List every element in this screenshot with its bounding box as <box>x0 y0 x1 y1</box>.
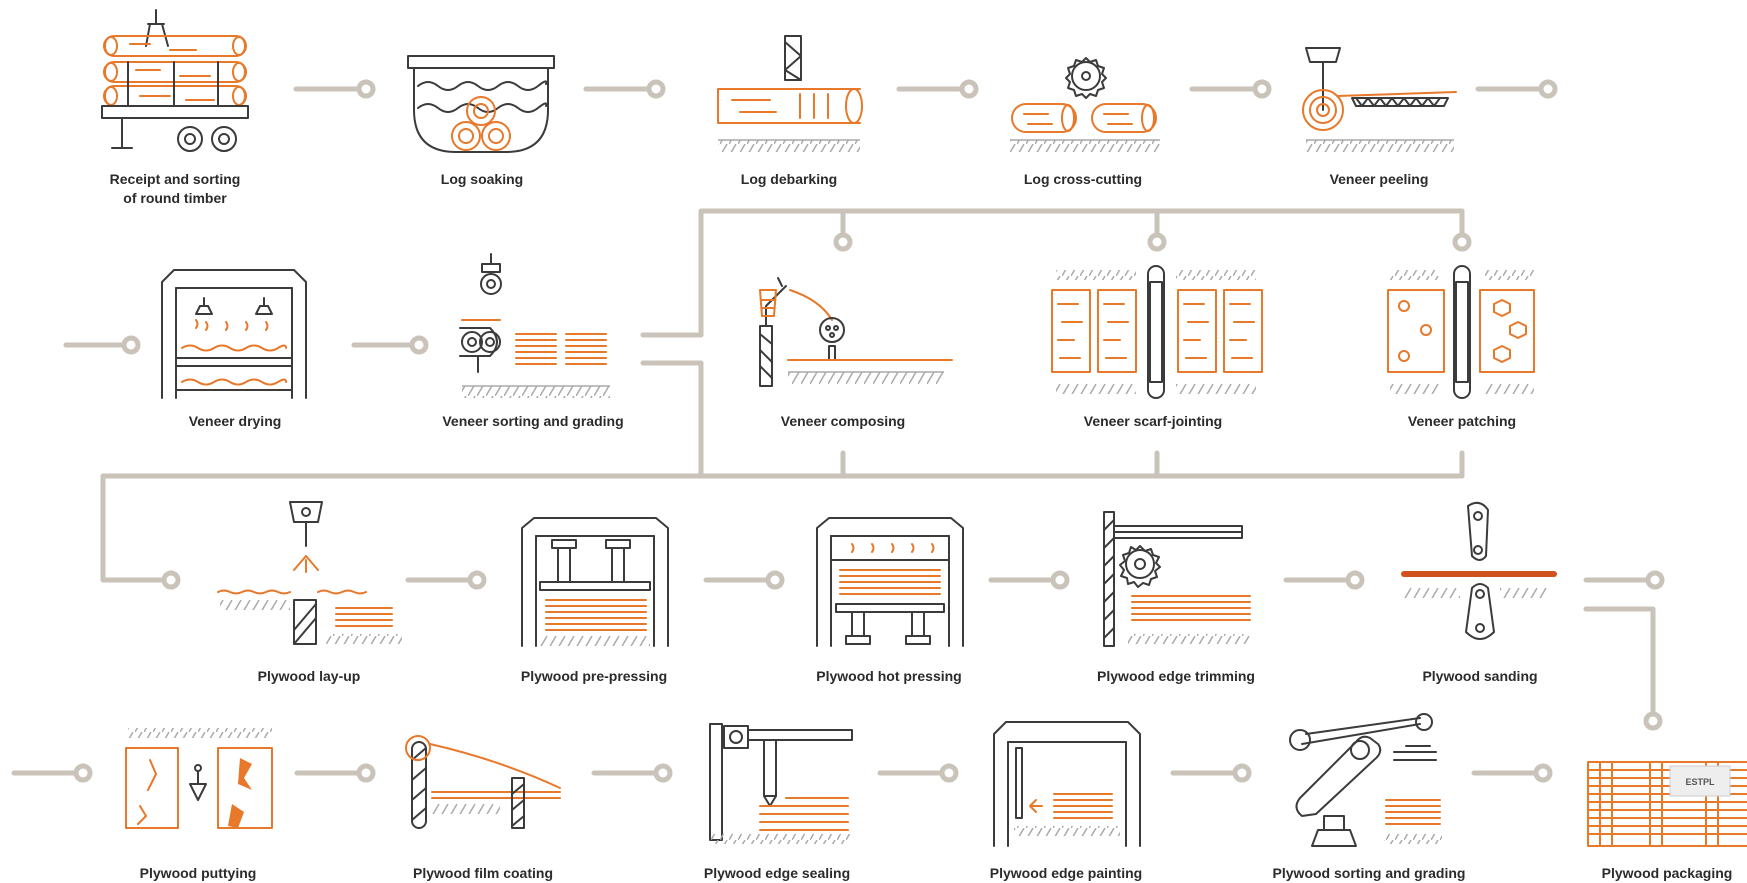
edge-trim-saw-icon <box>1103 511 1251 647</box>
connector-12-13 <box>703 570 785 590</box>
sanding-roller-icon <box>1401 501 1557 640</box>
plywood-package-icon: ESTPL <box>1587 761 1747 847</box>
pre-press-icon <box>521 517 669 647</box>
connector-1-2 <box>293 79 376 99</box>
connector-19-20 <box>1170 763 1252 783</box>
cross-cut-saw-icon <box>1010 57 1160 152</box>
label-veneer-patching: Veneer patching <box>1407 413 1517 429</box>
label-plywood-edge-trimming: Plywood edge trimming <box>1097 668 1255 684</box>
label-plywood-film-coating: Plywood film coating <box>412 865 553 881</box>
label-log-debarking: Log debarking <box>740 171 838 187</box>
connector-6-7 <box>351 335 429 355</box>
label-plywood-packaging: Plywood packaging <box>1601 865 1733 881</box>
connector-17-18 <box>591 763 673 783</box>
composing-icon <box>759 277 953 387</box>
connector-16-17 <box>294 763 376 783</box>
label-veneer-scarf-jointing: Veneer scarf-jointing <box>1083 413 1223 429</box>
label-plywood-edge-sealing: Plywood edge sealing <box>703 865 851 881</box>
label-veneer-peeling: Veneer peeling <box>1329 171 1429 187</box>
connector-5-out <box>1475 79 1558 99</box>
putty-trowel-icon <box>125 728 273 829</box>
label-veneer-composing: Veneer composing <box>780 413 906 429</box>
robot-arm-icon <box>1289 713 1442 847</box>
hot-press-icon <box>816 517 964 647</box>
package-mark: ESTPL <box>1685 777 1715 787</box>
peeling-lathe-icon <box>1302 47 1457 152</box>
connector-20-21 <box>1471 763 1553 783</box>
label-veneer-sorting: Veneer sorting and grading <box>442 413 624 429</box>
connector-4-5 <box>1189 79 1272 99</box>
label-plywood-edge-painting: Plywood edge painting <box>989 865 1143 881</box>
connector-18-19 <box>877 763 959 783</box>
label-veneer-drying: Veneer drying <box>188 413 282 429</box>
flow-connectors <box>11 79 1665 783</box>
film-roll-icon <box>405 735 561 829</box>
label-plywood-pre-pressing: Plywood pre-pressing <box>520 668 668 684</box>
debarking-icon <box>717 35 863 152</box>
soaking-pool-icon <box>407 55 555 153</box>
connector-13-14 <box>988 570 1070 590</box>
label-log-soaking: Log soaking <box>440 171 524 187</box>
timber-truck-icon <box>101 9 249 152</box>
label-plywood-puttying: Plywood puttying <box>139 865 257 881</box>
connector-in-6 <box>63 335 141 355</box>
connector-in-16 <box>11 763 93 783</box>
label-plywood-sorting-grading: Plywood sorting and grading <box>1272 865 1466 881</box>
label-plywood-lay-up: Plywood lay-up <box>257 668 361 684</box>
scarf-joint-icon <box>1051 265 1263 399</box>
edge-sealer-icon <box>709 723 853 844</box>
connector-15-out <box>1583 570 1665 590</box>
glue-spreader-icon <box>217 501 402 645</box>
connector-2-3 <box>583 79 666 99</box>
dryer-icon <box>161 269 307 399</box>
label-plywood-sanding: Plywood sanding <box>1422 668 1538 684</box>
connector-11-12 <box>405 570 487 590</box>
patching-icon <box>1387 265 1535 399</box>
connector-to-packaging <box>1583 606 1663 731</box>
sorting-camera-icon <box>459 253 610 398</box>
label-log-cross-cutting: Log cross-cutting <box>1023 171 1143 187</box>
connector-14-15 <box>1283 570 1365 590</box>
connector-3-4 <box>896 79 979 99</box>
branch-network <box>100 208 1472 590</box>
spray-painter-icon <box>993 721 1141 847</box>
label-receipt-sorting: Receipt and sorting of round timber <box>109 171 241 206</box>
label-plywood-hot-pressing: Plywood hot pressing <box>816 668 962 684</box>
